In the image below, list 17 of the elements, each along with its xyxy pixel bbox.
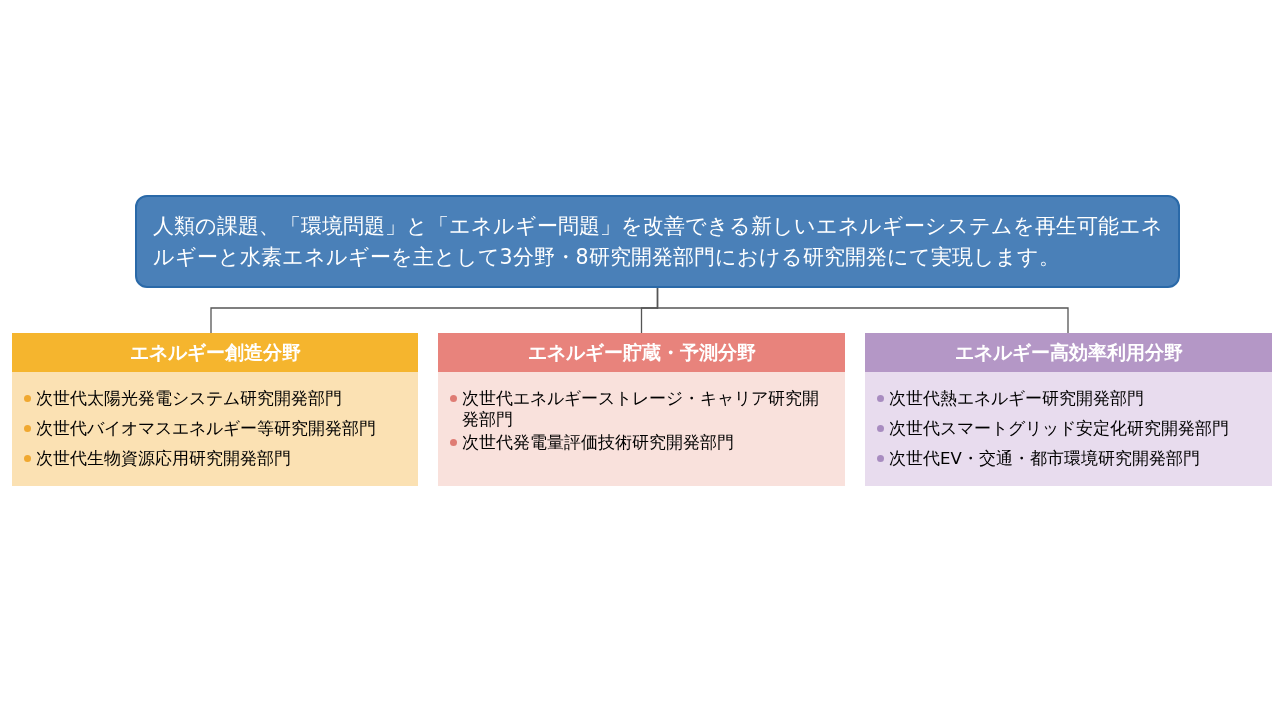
list-item: 次世代スマートグリッド安定化研究開発部門	[877, 418, 1262, 439]
field-panel	[438, 333, 845, 486]
list-item: 次世代発電量評価技術研究開発部門	[450, 432, 835, 453]
list-item: 次世代EV・交通・都市環境研究開発部門	[877, 448, 1262, 469]
field-panel	[865, 333, 1272, 486]
panel-header: エネルギー高効率利用分野	[865, 333, 1272, 372]
statement-box	[135, 195, 1180, 288]
list-item: 次世代エネルギーストレージ・キャリア研究開発部門	[450, 388, 835, 430]
list-item: 次世代生物資源応用研究開発部門	[24, 448, 408, 469]
connector-line	[656, 287, 1069, 334]
list-item: 次世代太陽光発電システム研究開発部門	[24, 388, 408, 409]
field-panel	[12, 333, 418, 486]
panel-header: エネルギー貯蔵・予測分野	[438, 333, 845, 372]
panel-header: エネルギー創造分野	[12, 333, 418, 372]
list-item: 次世代熱エネルギー研究開発部門	[877, 388, 1262, 409]
list-item: 次世代バイオマスエネルギー等研究開発部門	[24, 418, 408, 439]
statement-text: 人類の課題、「環境問題」と「エネルギー問題」を改善できる新しいエネルギーシステムを再生可能エネルギーと水素エネルギーを主として3分野・8研究開発部門における研究開発にて実現します。	[152, 212, 1163, 271]
